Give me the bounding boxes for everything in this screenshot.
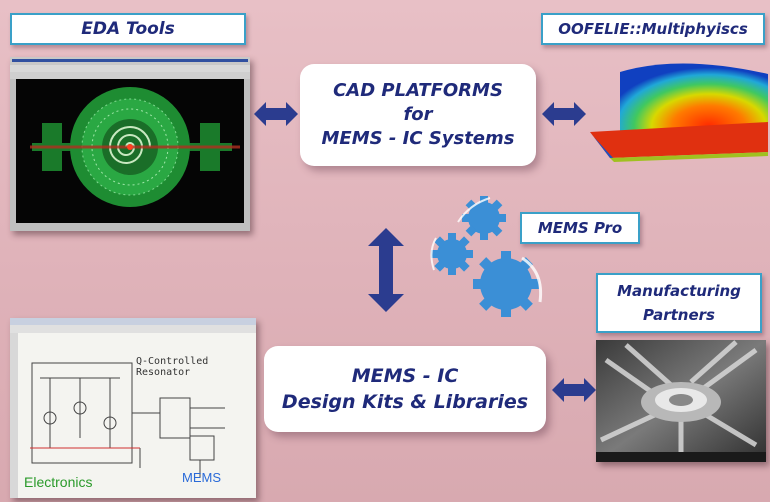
schematic-title: Q-Controlled Resonator bbox=[136, 356, 209, 378]
manufacturing-line2: Partners bbox=[643, 306, 715, 324]
eda-layout-image bbox=[10, 57, 250, 231]
eda-tools-label: EDA Tools bbox=[10, 13, 246, 45]
double-arrow-eda-cad bbox=[254, 102, 298, 126]
eda-tools-text: EDA Tools bbox=[81, 19, 175, 39]
design-kits-box: MEMS - IC Design Kits & Libraries bbox=[264, 346, 546, 432]
cad-line2: for bbox=[403, 104, 433, 125]
double-arrow-kits-manufacturing bbox=[552, 378, 596, 402]
schematic-screenshot: Q-Controlled Resonator Electronics MEMS bbox=[10, 318, 256, 498]
manufacturing-partners-label: Manufacturing Partners bbox=[596, 273, 762, 333]
oofelie-text: OOFELIE::Multiphyiscs bbox=[558, 20, 748, 38]
mems-pro-gears-graphic bbox=[430, 196, 543, 317]
sem-micrograph-image bbox=[596, 340, 766, 462]
eda-layout-screenshot bbox=[10, 57, 250, 231]
kits-line1: MEMS - IC bbox=[351, 365, 459, 387]
oofelie-simulation-image bbox=[590, 52, 770, 170]
electronics-label: Electronics bbox=[24, 474, 93, 490]
mems-pro-label: MEMS Pro bbox=[520, 212, 640, 244]
mems-pro-text: MEMS Pro bbox=[537, 219, 623, 237]
mems-schematic-label: MEMS bbox=[182, 470, 221, 485]
cad-line3: MEMS - IC Systems bbox=[321, 128, 515, 149]
oofelie-label: OOFELIE::Multiphyiscs bbox=[541, 13, 765, 45]
cad-platforms-box: CAD PLATFORMS for MEMS - IC Systems bbox=[300, 64, 536, 166]
double-arrow-cad-oofelie bbox=[542, 102, 586, 126]
manufacturing-line1: Manufacturing bbox=[617, 282, 741, 300]
kits-line2: Design Kits & Libraries bbox=[281, 391, 529, 413]
double-arrow-vertical bbox=[368, 228, 404, 312]
cad-line1: CAD PLATFORMS bbox=[333, 80, 503, 101]
